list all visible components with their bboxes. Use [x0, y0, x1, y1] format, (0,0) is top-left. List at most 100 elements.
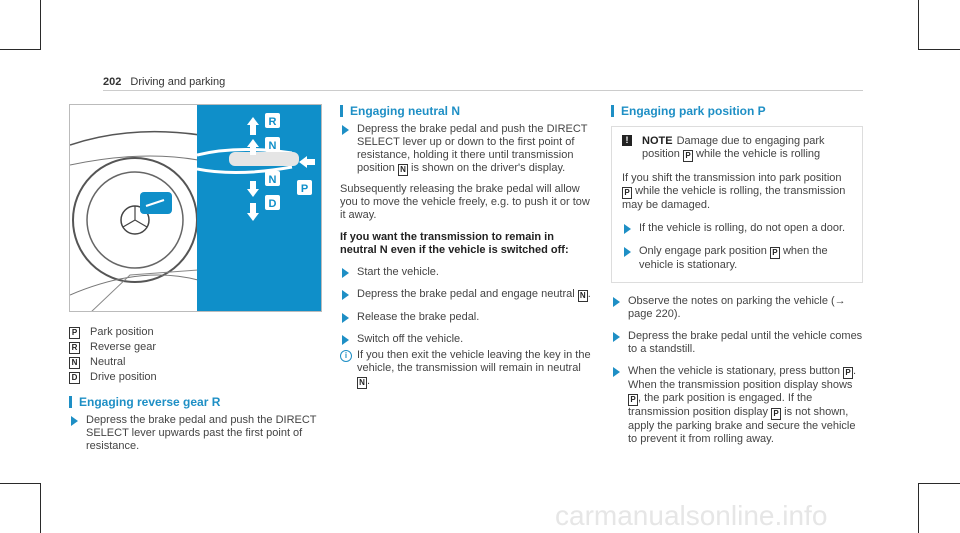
legend-item: P Park position: [69, 325, 324, 340]
paragraph: Subsequently releasing the brake pedal w…: [340, 183, 590, 221]
info-text: If you then exit the vehicle leaving the…: [357, 349, 591, 374]
step-text: is shown on the driver's display.: [411, 162, 566, 174]
step-text: When the transmission position display s…: [628, 379, 853, 391]
step-text: Depress the brake pedal and push the DIR…: [357, 123, 588, 174]
step-arrow-icon: [624, 247, 631, 257]
legend-item: D Drive position: [69, 370, 324, 385]
step-arrow-icon: [613, 367, 620, 377]
key-p-icon: P: [771, 408, 782, 420]
legend-item: N Neutral: [69, 355, 324, 370]
key-p-icon: P: [682, 150, 693, 162]
step: Depress the brake pedal and push the DIR…: [69, 414, 324, 453]
key-p-icon: P: [628, 394, 638, 406]
subheading: If you want the transmission to remain i…: [340, 231, 569, 256]
key-r-icon: R: [69, 341, 80, 354]
step-arrow-icon: [342, 268, 349, 278]
step: Depress the brake pedal and push the DIR…: [340, 123, 592, 176]
step-arrow-icon: [342, 313, 349, 323]
step-text: When the vehicle is stationary, press bu…: [628, 365, 840, 377]
step-text: is not shown, apply the parking brake an…: [628, 406, 856, 445]
step-text: Observe the notes on parking the vehicle…: [628, 295, 846, 320]
step-arrow-icon: [342, 335, 349, 345]
key-d-icon: D: [69, 371, 80, 384]
crop-mark: [918, 0, 919, 50]
key-n-icon: N: [397, 164, 408, 176]
step-arrow-icon: [342, 290, 349, 300]
page-number: 202: [103, 76, 122, 88]
running-header: 202 Driving and parking: [103, 76, 225, 88]
crop-mark: [918, 483, 919, 533]
step: When the vehicle is stationary, press bu…: [611, 365, 863, 446]
park-section-title: Engaging park position P: [611, 104, 863, 118]
note-text: If you shift the transmission into park …: [622, 172, 842, 184]
watermark: carmanualsonline.info: [555, 500, 828, 531]
step-text: Release the brake pedal.: [357, 311, 480, 323]
gear-label-n-up: N: [269, 140, 277, 152]
step-arrow-icon: [613, 332, 620, 342]
step: Observe the notes on parking the vehicle…: [611, 295, 863, 321]
note-paragraph: If you shift the transmission into park …: [622, 172, 852, 212]
note-text: while the vehicle is rolling: [696, 148, 821, 160]
neutral-section-title: Engaging neutral N: [340, 104, 592, 118]
step-text: Start the vehicle.: [357, 266, 439, 278]
step-text: Depress the brake pedal and engage neutr…: [357, 288, 575, 300]
key-n-icon: N: [69, 356, 80, 369]
crop-mark: [918, 483, 960, 484]
gear-label-p: P: [301, 183, 308, 195]
step-text: Switch off the vehicle.: [357, 333, 464, 345]
note-label: NOTE: [642, 135, 673, 147]
step-arrow-icon: [624, 224, 631, 234]
step: If the vehicle is rolling, do not open a…: [622, 222, 852, 235]
step: Depress the brake pedal until the vehicl…: [611, 330, 863, 356]
step: Start the vehicle.: [340, 266, 592, 279]
step: Release the brake pedal.: [340, 311, 592, 324]
key-p-icon: P: [69, 326, 80, 339]
legend-label: Drive position: [90, 371, 157, 383]
crop-mark: [40, 0, 41, 50]
step: Depress the brake pedal and engage neutr…: [340, 288, 592, 302]
gear-label-d: D: [269, 198, 277, 210]
crop-mark: [40, 483, 41, 533]
reverse-section-title: Engaging reverse gear R: [69, 395, 324, 409]
key-n-icon: N: [357, 377, 367, 389]
step-text: , the park position is engaged. If the t…: [628, 392, 813, 418]
key-p-icon: P: [622, 187, 632, 199]
step-arrow-icon: [342, 125, 349, 135]
gear-lever-detail: R N N D P: [197, 105, 321, 311]
step-arrow-icon: [71, 416, 78, 426]
legend-label: Reverse gear: [90, 341, 157, 353]
step-text: Depress the brake pedal until the vehicl…: [628, 330, 863, 355]
step-text: If the vehicle is rolling, do not open a…: [639, 222, 846, 234]
step-text: when the vehicle is stationary.: [639, 245, 828, 271]
gear-label-r: R: [269, 116, 277, 128]
section-title: Driving and parking: [130, 76, 226, 88]
warning-icon: !: [622, 135, 632, 146]
step: Only engage park position P when the veh…: [622, 245, 852, 272]
header-rule: [103, 90, 863, 91]
crop-mark: [0, 49, 41, 50]
legend-label: Neutral: [90, 356, 126, 368]
info-note: i If you then exit the vehicle leaving th…: [340, 349, 592, 389]
key-n-icon: N: [577, 290, 588, 302]
legend-item: R Reverse gear: [69, 340, 324, 355]
gear-lever-drawing: R N N D P: [197, 113, 315, 221]
info-icon: i: [340, 350, 352, 362]
crop-mark: [918, 49, 960, 50]
gear-label-n-down: N: [269, 174, 277, 186]
note-text: while the vehicle is rolling, the transm…: [622, 185, 846, 211]
legend-label: Park position: [90, 326, 154, 338]
step-arrow-icon: [613, 297, 620, 307]
middle-column: Engaging neutral N Depress the brake ped…: [340, 104, 592, 389]
key-p-icon: P: [769, 247, 780, 259]
note-text: Damage due to engaging park position: [642, 135, 825, 160]
crop-mark: [0, 483, 41, 484]
step-text: Depress the brake pedal and push the DIR…: [86, 414, 317, 452]
step: Switch off the vehicle.: [340, 333, 592, 346]
key-p-icon: P: [843, 367, 854, 379]
step-text: Only engage park position: [639, 245, 767, 257]
gear-selector-illustration: R N N D P: [69, 104, 322, 312]
